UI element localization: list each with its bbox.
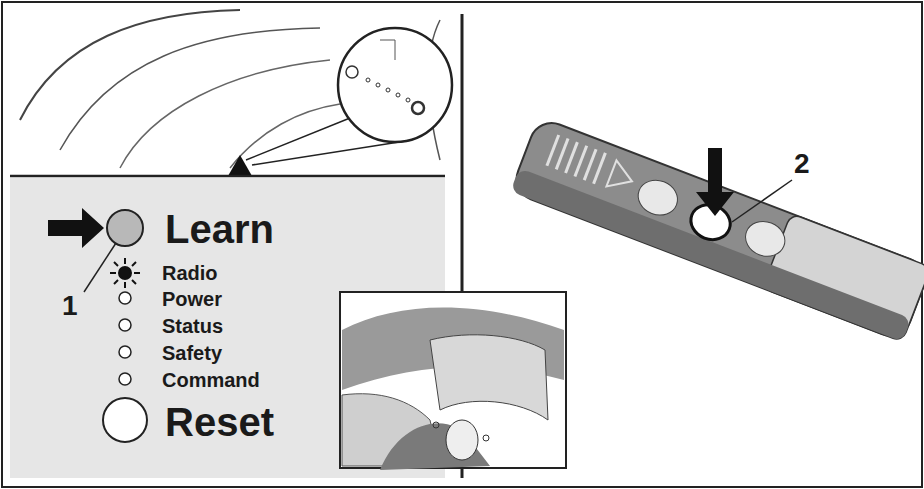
learn-button	[107, 210, 143, 246]
button-label: Learn	[165, 209, 274, 249]
led-label: Status	[162, 316, 223, 336]
magnifier	[228, 28, 452, 176]
remote-control	[510, 117, 924, 342]
radio-led-lit	[110, 258, 140, 288]
led-label: Power	[162, 289, 222, 309]
status-leds	[119, 292, 131, 385]
button-label: Reset	[165, 402, 274, 442]
callout-number: 2	[794, 150, 810, 178]
press-arrow	[696, 148, 734, 216]
leader-line	[732, 180, 792, 222]
leader-line	[84, 243, 116, 292]
callout-number: 1	[62, 292, 78, 320]
panel-top-line	[10, 175, 445, 178]
led-label: Radio	[162, 263, 218, 283]
reset-button	[103, 398, 147, 442]
led-label: Command	[162, 370, 260, 390]
inset-photo	[340, 292, 566, 470]
led-label: Safety	[162, 343, 222, 363]
press-arrow	[48, 208, 104, 248]
